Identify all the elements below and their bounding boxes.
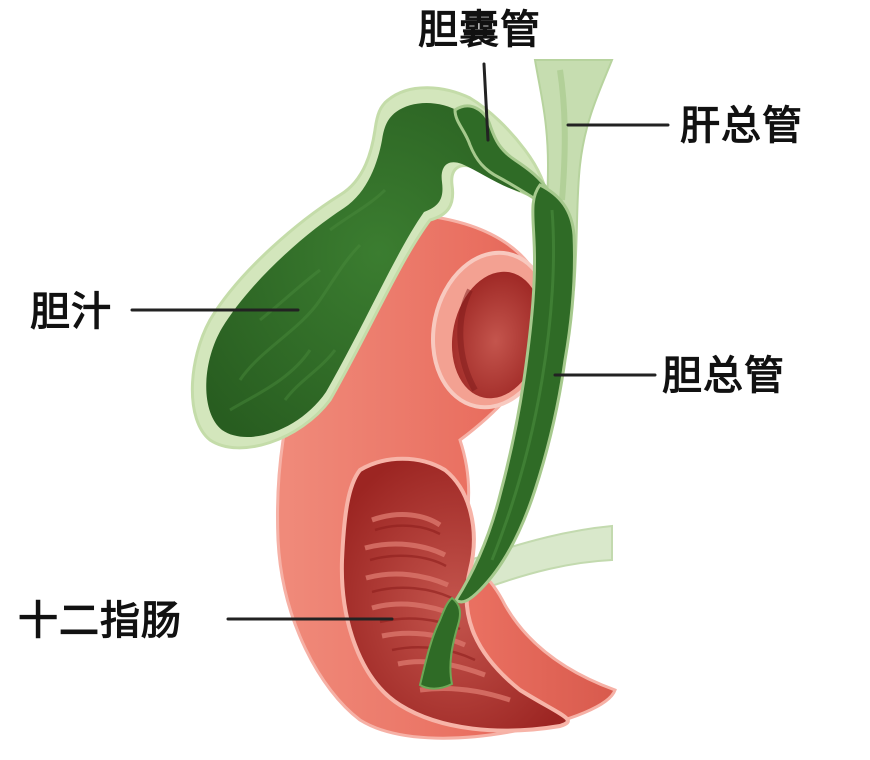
label-common-hepatic-duct: 肝总管: [680, 103, 803, 149]
gallbladder-body: [206, 103, 520, 438]
leader-cystic: [482, 62, 490, 142]
label-common-bile-duct: 胆总管: [662, 353, 785, 399]
label-duodenum: 十二指肠: [18, 598, 182, 644]
bile-texture: [229, 188, 387, 412]
duodenum-upper-lumen: [451, 271, 543, 399]
pancreatic-duct-shape: [468, 524, 613, 592]
label-bile: 胆汁: [30, 289, 112, 335]
label-cystic-duct: 胆囊管: [418, 7, 541, 53]
leader-lines: [130, 62, 670, 621]
bile-flow-into-duodenum: [418, 596, 461, 690]
common-bile-duct-shape: [454, 183, 577, 604]
